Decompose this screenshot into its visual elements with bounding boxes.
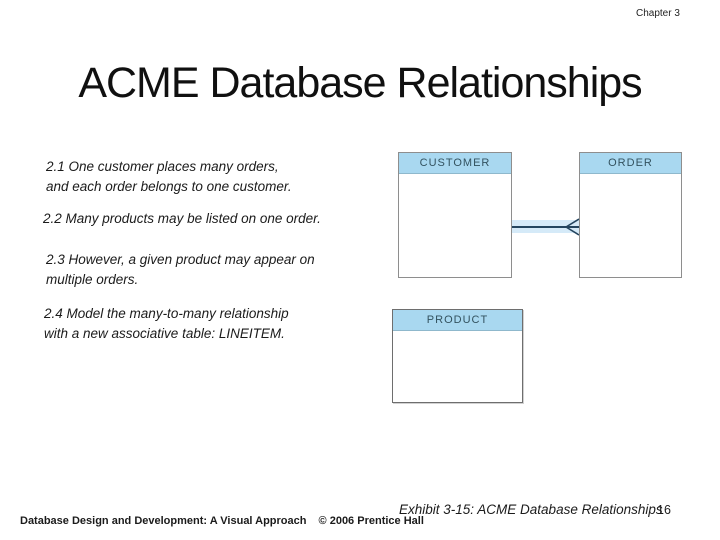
copyright-notice: © 2006 Prentice Hall	[318, 515, 424, 527]
book-title: Database Design and Development: A Visua…	[20, 515, 307, 527]
entity-box-product: PRODUCT	[392, 309, 523, 403]
page-number: 16	[657, 503, 671, 517]
entity-box-order: ORDER	[579, 152, 682, 278]
note-2-1-line-2: and each order belongs to one customer.	[46, 178, 292, 194]
note-2-4-line-2: with a new associative table: LINEITEM.	[44, 325, 285, 341]
slide-title: ACME Database Relationships	[78, 59, 642, 107]
note-2-2-line-1: 2.2 Many products may be listed on one o…	[43, 211, 321, 226]
crow-foot-many-icon	[565, 218, 579, 236]
entity-header-customer: CUSTOMER	[399, 153, 511, 174]
note-2-3: 2.3 However, a given product may appear …	[46, 250, 315, 289]
chapter-label: Chapter 3	[636, 8, 680, 19]
book-credit: Database Design and Development: A Visua…	[20, 515, 424, 527]
exhibit-caption: Exhibit 3-15: ACME Database Relationship…	[399, 502, 663, 517]
entity-name-product: PRODUCT	[426, 314, 489, 326]
note-2-1: 2.1 One customer places many orders, and…	[46, 157, 292, 196]
note-2-3-line-2: multiple orders.	[46, 271, 139, 287]
note-2-1-line-1: 2.1 One customer places many orders,	[46, 159, 279, 174]
note-2-3-line-1: 2.3 However, a given product may appear …	[46, 252, 315, 267]
relationship-line	[512, 226, 579, 228]
entity-header-order: ORDER	[580, 153, 681, 174]
entity-header-product: PRODUCT	[393, 310, 522, 331]
note-2-2: 2.2 Many products may be listed on one o…	[43, 209, 321, 229]
note-2-4: 2.4 Model the many-to-many relationship …	[44, 304, 289, 343]
entity-name-customer: CUSTOMER	[419, 157, 491, 169]
entity-name-order: ORDER	[608, 157, 653, 169]
entity-box-customer: CUSTOMER	[398, 152, 512, 278]
note-2-4-line-1: 2.4 Model the many-to-many relationship	[44, 306, 289, 321]
